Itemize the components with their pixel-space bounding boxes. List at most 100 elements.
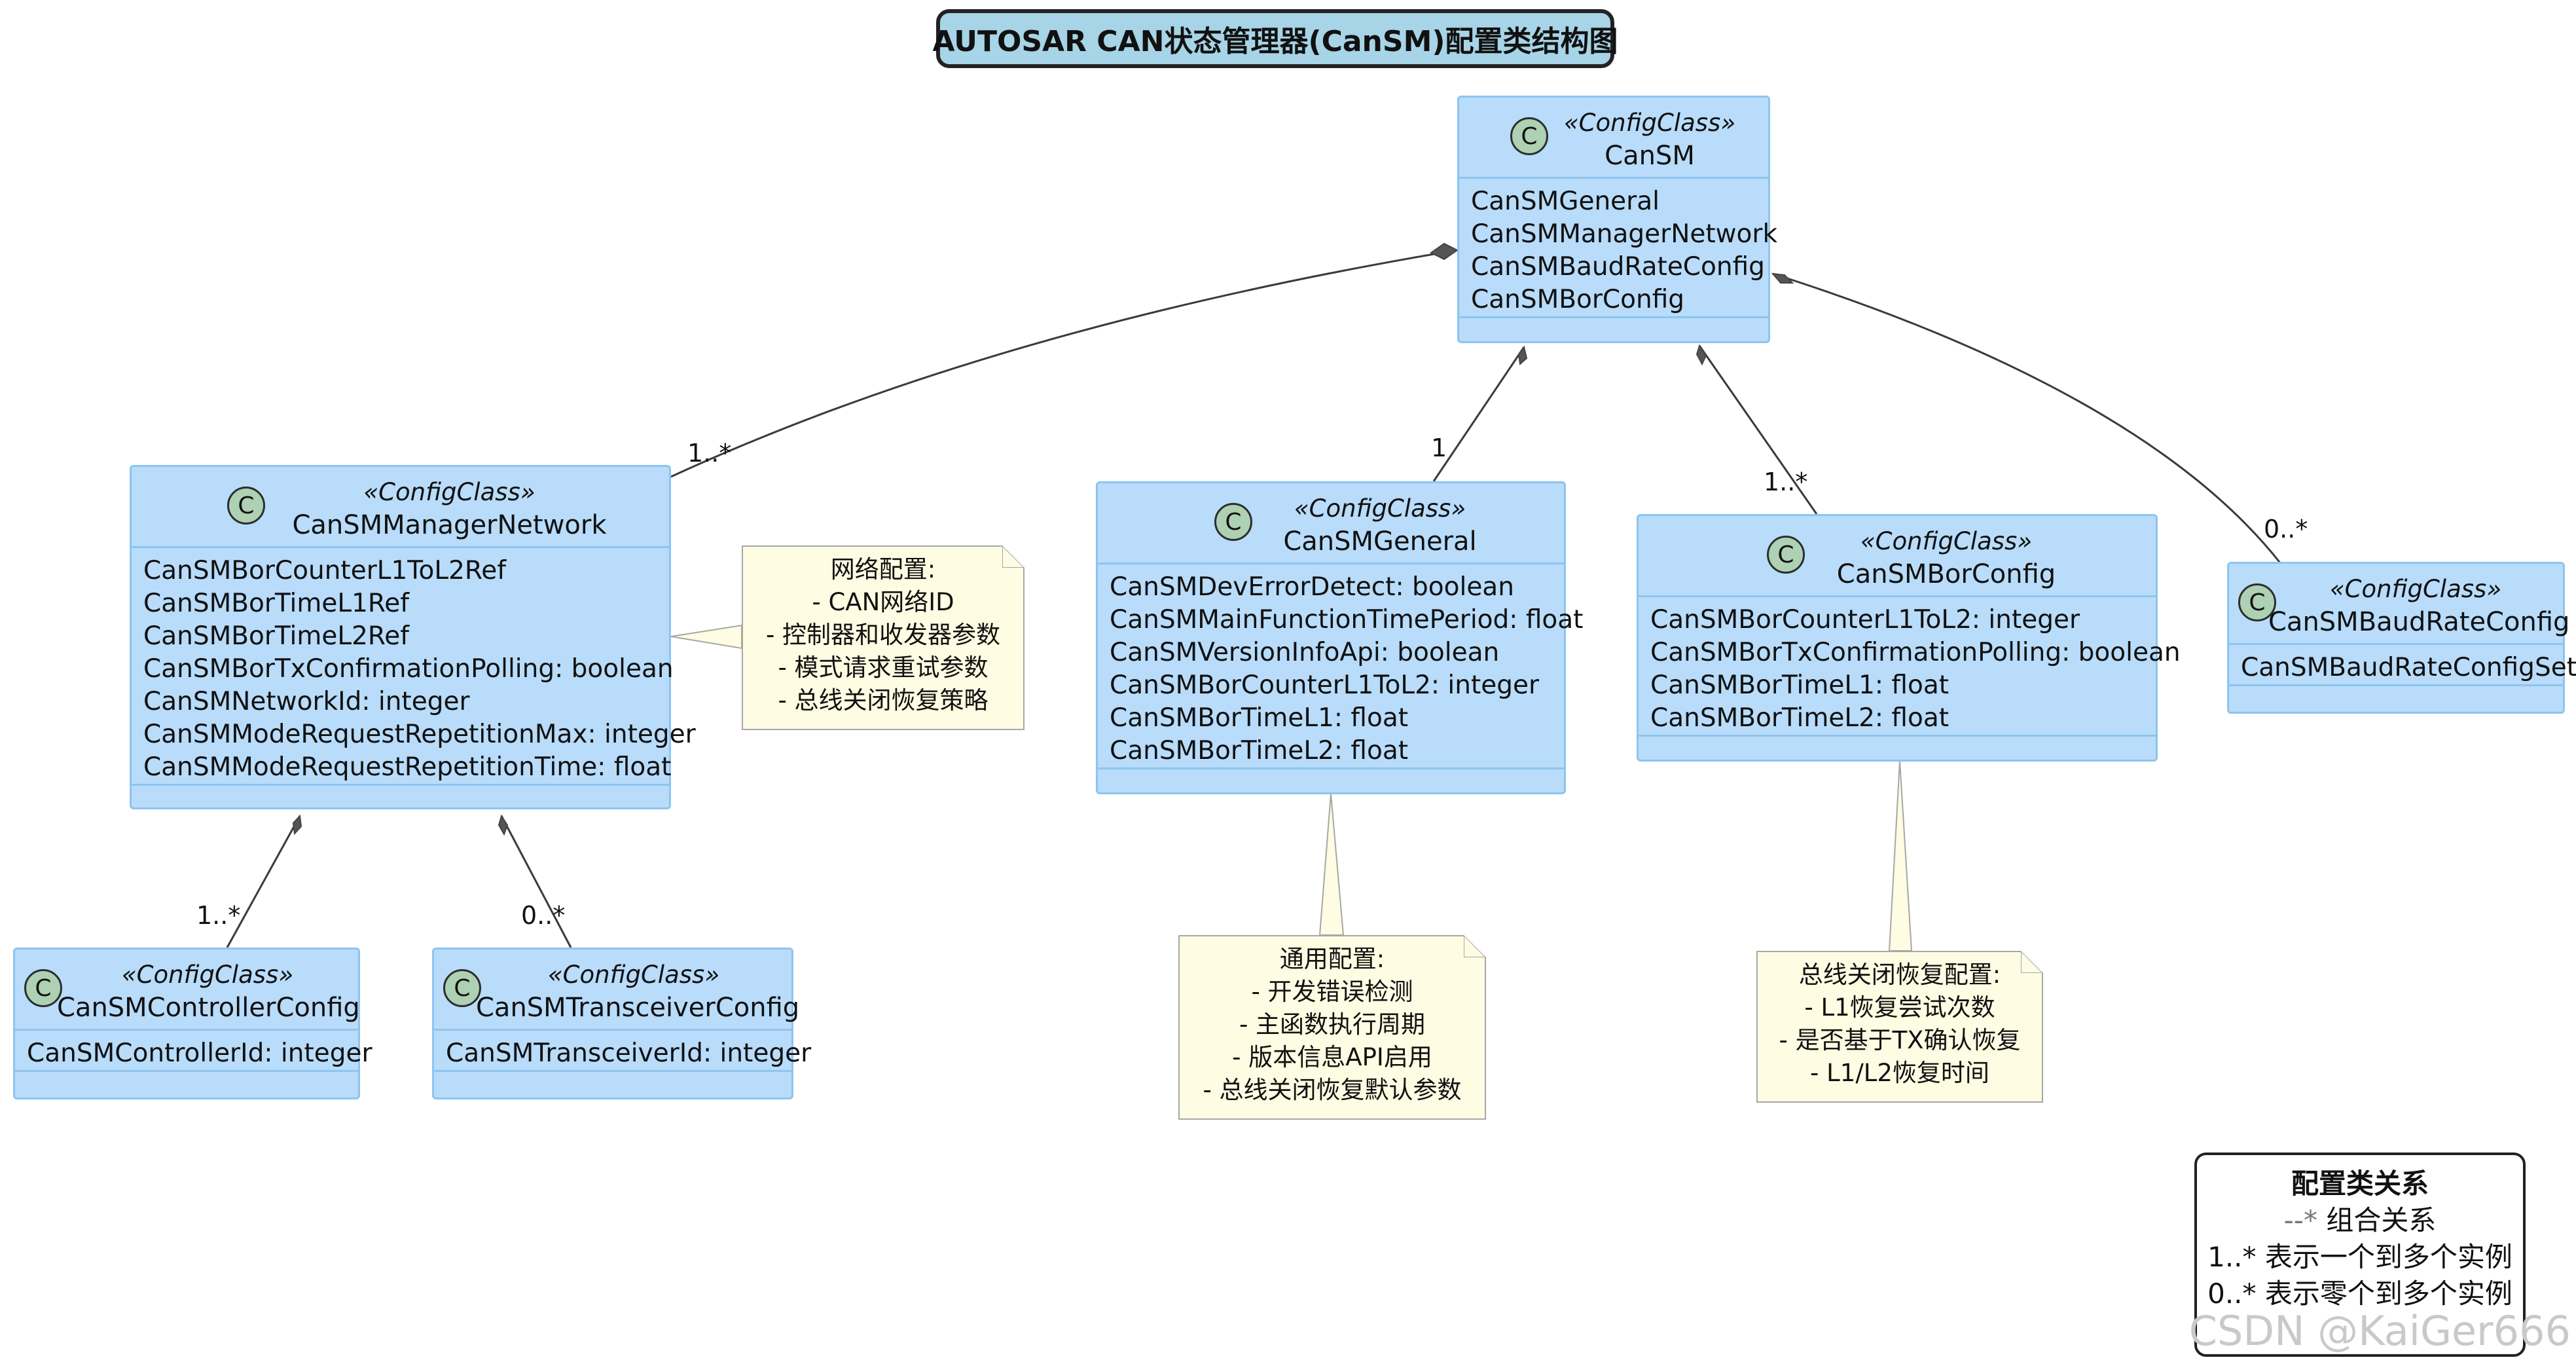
- text-line: CanSMBorTxConfirmationPolling: boolean: [143, 654, 674, 684]
- class-name: CanSMTransceiverConfig: [476, 993, 800, 1023]
- note-fold-icon: [2021, 951, 2043, 973]
- multiplicity-transceiver-config: 0..*: [521, 901, 566, 930]
- text-line: CanSMNetworkId: integer: [143, 687, 470, 716]
- class-attributes: CanSMBaudRateConfigSet: [2229, 645, 2576, 686]
- text-line: CanSMBorTxConfirmationPolling: boolean: [1650, 638, 2181, 667]
- diagram-title: AUTOSAR CAN状态管理器(CanSM)配置类结构图: [933, 9, 1618, 68]
- class-stereotype: «ConfigClass»: [547, 961, 720, 989]
- class-attributes: CanSMTransceiverId: integer: [434, 1031, 812, 1072]
- legend-line-zero-to-many: 0..* 表示零个到多个实例: [2207, 1278, 2513, 1310]
- class-badge-icon: C: [1767, 536, 1805, 574]
- text-line: - 开发错误检测: [1251, 978, 1413, 1006]
- class-name: CanSMGeneral: [1283, 526, 1477, 557]
- watermark: CSDN @KaiGer666: [2188, 1307, 2571, 1355]
- text-line: CanSMBorTimeL2Ref: [143, 621, 409, 651]
- text-line: CanSMDevErrorDetect: boolean: [1110, 572, 1514, 602]
- class-cansm-bor-config: C «ConfigClass» CanSMBorConfig CanSMBorC…: [1637, 514, 2181, 762]
- class-stereotype: «ConfigClass»: [121, 961, 294, 989]
- text-line: 通用配置:: [1279, 945, 1385, 973]
- composition-diamond-manager-network: [1430, 242, 1459, 261]
- text-line: CanSMControllerId: integer: [27, 1039, 372, 1068]
- class-attributes: CanSMControllerId: integer: [15, 1031, 372, 1072]
- text-line: - 版本信息API启用: [1232, 1043, 1432, 1071]
- note-pointer-bor: [1888, 760, 1913, 951]
- class-cansm-baudrate-config: C «ConfigClass» CanSMBaudRateConfig CanS…: [2227, 562, 2576, 714]
- text-line: CanSMBorTimeL2: float: [1110, 736, 1409, 765]
- text-line: CanSMGeneral: [1471, 187, 1660, 216]
- class-cansm-general: C «ConfigClass» CanSMGeneral CanSMDevErr…: [1096, 481, 1584, 794]
- text-line: CanSMModeRequestRepetitionMax: integer: [143, 720, 696, 749]
- text-line: CanSMBorCounterL1ToL2: integer: [1650, 605, 2080, 635]
- text-line: - 是否基于TX确认恢复: [1779, 1026, 2021, 1054]
- class-stereotype: «ConfigClass»: [363, 478, 535, 506]
- text-line: CanSMBorCounterL1ToL2: integer: [1110, 671, 1540, 700]
- text-line: CanSMBorConfig: [1471, 285, 1685, 314]
- text-line: CanSMVersionInfoApi: boolean: [1110, 638, 1500, 667]
- multiplicity-controller-config: 1..*: [196, 901, 241, 930]
- link-cansm-manager-network: [670, 249, 1458, 478]
- text-line: - 模式请求重试参数: [778, 654, 989, 682]
- class-name: CanSMManagerNetwork: [292, 510, 607, 540]
- text-line: CanSMMainFunctionTimePeriod: float: [1110, 605, 1584, 635]
- note-pointer-network: [670, 624, 742, 650]
- note-fold-icon: [1464, 935, 1486, 957]
- text-line: CanSMBorTimeL1: float: [1110, 703, 1409, 733]
- text-line: - L1/L2恢复时间: [1810, 1059, 1989, 1087]
- legend-composition-text: 组合关系: [2326, 1204, 2437, 1236]
- class-stereotype: «ConfigClass»: [1563, 109, 1736, 137]
- text-line: - CAN网络ID: [812, 588, 954, 616]
- text-line: CanSMBaudRateConfig: [1471, 252, 1765, 282]
- note-general: 通用配置: - 开发错误检测 - 主函数执行周期 - 版本信息API启用 - 总线关闭恢…: [1178, 935, 1486, 1120]
- class-badge-icon: C: [2238, 583, 2276, 621]
- text-line: - 控制器和收发器参数: [765, 621, 1001, 649]
- text-line: - 总线关闭恢复默认参数: [1203, 1076, 1462, 1104]
- multiplicity-bor-config: 1..*: [1764, 468, 1808, 496]
- text-line: CanSMModeRequestRepetitionTime: float: [143, 752, 672, 782]
- text-line: CanSMBorTimeL1: float: [1650, 671, 1950, 700]
- text-line: CanSMBorCounterL1ToL2Ref: [143, 556, 506, 585]
- class-badge-icon: C: [24, 969, 62, 1007]
- text-line: - 总线关闭恢复策略: [778, 686, 989, 714]
- legend-composition: --* 组合关系: [2197, 1202, 2523, 1239]
- text-line: CanSMBaudRateConfigSet: [2241, 653, 2576, 682]
- composition-diamond-controller: [292, 814, 302, 836]
- legend-title: 配置类关系: [2291, 1168, 2429, 1200]
- text-line: - 主函数执行周期: [1239, 1010, 1426, 1039]
- class-stereotype: «ConfigClass»: [2329, 575, 2502, 603]
- legend-line-one-to-many: 1..* 表示一个到多个实例: [2207, 1241, 2513, 1273]
- class-badge-icon: C: [227, 487, 265, 525]
- text-line: 总线关闭恢复配置:: [1798, 961, 2001, 989]
- class-stereotype: «ConfigClass»: [1294, 494, 1466, 523]
- note-network: 网络配置: - CAN网络ID - 控制器和收发器参数 - 模式请求重试参数 - 总线关…: [742, 545, 1025, 730]
- text-line: 网络配置:: [830, 555, 936, 583]
- note-pointer-general: [1318, 793, 1345, 936]
- class-stereotype: «ConfigClass»: [1860, 527, 2033, 555]
- text-line: CanSMTransceiverId: integer: [446, 1039, 812, 1068]
- composition-diamond-general: [1517, 345, 1528, 366]
- legend-composition-symbol: --*: [2283, 1204, 2317, 1236]
- class-cansm-manager-network: C «ConfigClass» CanSMManagerNetwork CanS…: [130, 465, 696, 809]
- multiplicity-baudrate-config: 0..*: [2264, 515, 2308, 544]
- class-cansm-controller-config: C «ConfigClass» CanSMControllerConfig Ca…: [13, 948, 372, 1099]
- class-cansm-transceiver-config: C «ConfigClass» CanSMTransceiverConfig C…: [432, 948, 812, 1099]
- legend-box: 配置类关系 --* 组合关系 1..* 表示一个到多个实例 0..* 表示零个到…: [2194, 1152, 2526, 1357]
- multiplicity-manager-network: 1..*: [687, 439, 732, 468]
- text-line: - L1恢复尝试次数: [1804, 993, 1995, 1022]
- note-fold-icon: [1002, 545, 1025, 568]
- class-name: CanSM: [1605, 141, 1695, 171]
- class-name: CanSMBorConfig: [1836, 559, 2056, 589]
- link-cansm-general: [1432, 346, 1525, 482]
- composition-diamond-baudrate-config: [1771, 272, 1794, 284]
- composition-diamond-transceiver: [498, 814, 509, 836]
- class-badge-icon: C: [1510, 117, 1548, 155]
- note-bor: 总线关闭恢复配置: - L1恢复尝试次数 - 是否基于TX确认恢复 - L1/L2恢复…: [1756, 951, 2043, 1103]
- text-line: CanSMBorTimeL1Ref: [143, 589, 409, 618]
- class-badge-icon: C: [1214, 503, 1252, 541]
- multiplicity-general: 1: [1431, 433, 1447, 462]
